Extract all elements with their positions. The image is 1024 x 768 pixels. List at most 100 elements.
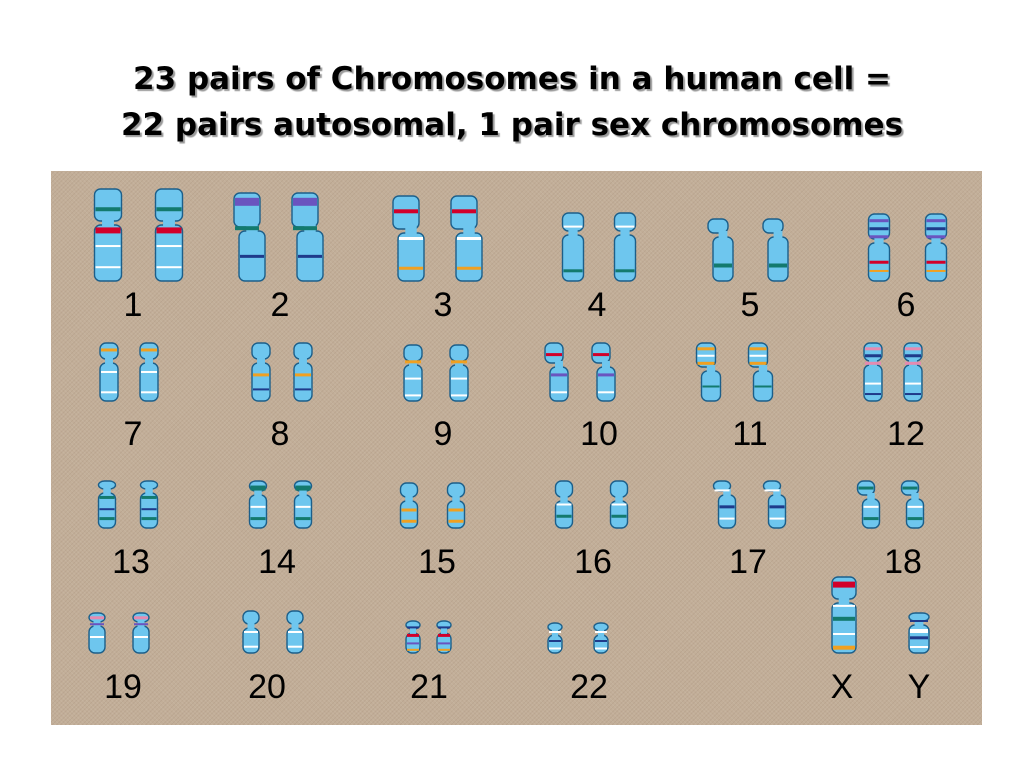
chromosome-band — [452, 209, 476, 214]
title-line-2: 22 pairs autosomal, 1 pair sex chromosom… — [120, 107, 904, 143]
chromosome-band — [910, 646, 928, 648]
chromosome-band — [401, 519, 417, 523]
pair-label-9: 9 — [434, 415, 453, 453]
chromosome-band — [863, 517, 879, 521]
chromosome-21-a — [405, 620, 421, 654]
chromosome-10-b — [591, 342, 616, 402]
chromosome-band — [407, 648, 419, 651]
pair-label-7: 7 — [124, 415, 143, 453]
chromosome-band — [295, 517, 311, 521]
chromosome-pair-21: 21 — [405, 620, 452, 706]
pair-label-18: 18 — [884, 543, 922, 581]
chromosome-band — [563, 269, 583, 273]
chromosome-band — [833, 604, 855, 607]
chromosome-pair-4: 4 — [561, 212, 637, 324]
chromosome-16-a — [554, 480, 574, 529]
chromosome-band — [295, 388, 311, 391]
chromosome-band — [405, 394, 421, 397]
chromosome-y — [908, 612, 930, 654]
chromosome-15-b — [446, 482, 466, 529]
chromosome-band — [598, 391, 614, 394]
chromosome-band — [546, 353, 562, 357]
chromosome-band — [926, 260, 946, 264]
chromosome-4-b — [613, 212, 637, 282]
chromosome-pair-6: 6 — [867, 213, 948, 324]
chromosome-band — [869, 235, 889, 239]
chromosome-band — [95, 227, 121, 234]
chromosome-band — [697, 347, 715, 351]
chromosome-pair-2: 2 — [233, 192, 324, 324]
chromosome-22-b — [593, 622, 609, 654]
chromosome-band — [905, 347, 921, 351]
pair-label-11: 11 — [732, 415, 767, 453]
pair-label-15: 15 — [418, 543, 456, 581]
chromosome-band — [90, 616, 104, 620]
pair-label-22: 22 — [570, 668, 608, 706]
chromosome-band — [869, 227, 889, 231]
chromosome-band — [101, 391, 117, 394]
sex-chromosome-label-y: Y — [908, 668, 931, 706]
chromosome-band — [253, 373, 269, 377]
chromosome-band — [926, 227, 946, 231]
chromosome-band — [438, 642, 450, 645]
chromosome-band — [714, 263, 732, 268]
chromosome-band — [253, 388, 269, 391]
chromosome-13-b — [139, 480, 159, 529]
chromosome-band — [99, 495, 115, 499]
pair-label-10: 10 — [580, 415, 618, 453]
chromosome-band — [910, 620, 928, 622]
chromosome-band — [156, 207, 182, 212]
chromosome-1-b — [154, 188, 184, 282]
chromosome-band — [101, 371, 117, 373]
chromosome-band — [719, 505, 735, 509]
chromosome-band — [235, 197, 259, 206]
chromosome-pair-1: 1 — [93, 188, 184, 324]
title-line-1: 23 pairs of Chromosomes in a human cell … — [133, 61, 891, 97]
pair-label-5: 5 — [741, 286, 760, 324]
chromosome-band — [719, 517, 735, 520]
chromosome-band — [141, 391, 157, 394]
chromosome-5-a — [707, 218, 734, 282]
pair-label-16: 16 — [574, 543, 612, 581]
chromosome-band — [156, 227, 182, 234]
chromosome-11-a — [695, 342, 722, 402]
chromosome-band — [298, 254, 322, 258]
pair-label-6: 6 — [897, 286, 916, 324]
chromosome-pair-3: 3 — [392, 195, 483, 324]
chromosome-band — [457, 237, 481, 240]
chromosome-band — [902, 486, 918, 490]
chromosome-band — [451, 394, 467, 397]
chromosome-band — [156, 245, 182, 248]
chromosome-19-b — [132, 612, 150, 654]
chromosome-band — [926, 219, 946, 223]
chromosome-band — [457, 266, 481, 270]
chromosome-band — [240, 254, 264, 258]
chromosome-8-a — [251, 342, 271, 402]
chromosome-band — [448, 508, 464, 512]
chromosome-band — [407, 642, 419, 645]
chromosome-pair-15: 15 — [399, 482, 466, 581]
pair-label-13: 13 — [112, 543, 150, 581]
chromosome-6-b — [924, 213, 948, 282]
chromosome-band — [401, 508, 417, 512]
chromosome-17-b — [762, 480, 787, 529]
chromosome-band — [611, 514, 627, 518]
chromosome-band — [407, 633, 419, 637]
chromosome-band — [95, 207, 121, 212]
chromosome-band — [549, 640, 561, 642]
chromosome-band — [399, 266, 423, 270]
chromosome-band — [702, 385, 720, 388]
chromosome-band — [615, 269, 635, 273]
chromosome-band — [865, 347, 881, 351]
chromosome-band — [595, 631, 607, 633]
chromosome-2-a — [233, 192, 266, 282]
chromosome-17-a — [712, 480, 737, 529]
chromosome-band — [865, 361, 881, 365]
chromosome-band — [451, 360, 467, 364]
chromosome-band — [394, 209, 418, 214]
chromosome-band — [551, 373, 567, 377]
chromosome-band — [438, 648, 450, 651]
chromosome-pair-12: 12 — [863, 342, 925, 453]
chromosome-band — [235, 226, 259, 231]
